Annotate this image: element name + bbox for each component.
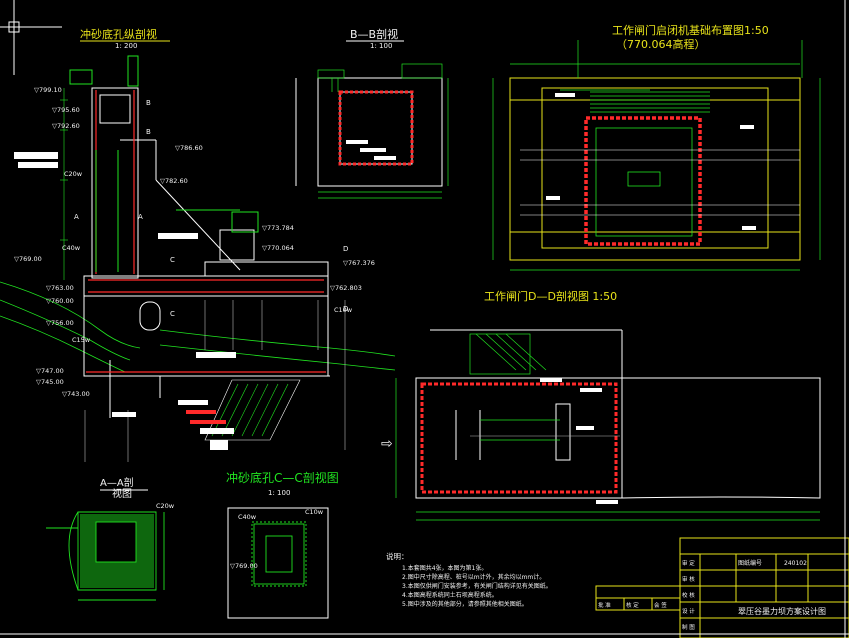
title-row: 设 计 [682, 607, 695, 615]
title-row: 制 图 [682, 623, 695, 631]
aa-fill [80, 514, 154, 588]
elevation-label: ▽769.00 [230, 562, 258, 570]
bb-scale: 1: 100 [370, 42, 392, 50]
red-label-blocks [186, 410, 226, 424]
gate-layout-label-blocks [546, 93, 756, 230]
elevation-label: ▽782.60 [160, 177, 188, 185]
bb-section: B—B剖视 1: 100 [295, 27, 449, 199]
gate-layout-plan: 工作闸门启闭机基础布置图1:50 （770.064高程） [492, 23, 821, 271]
title-block-frame [595, 537, 849, 638]
dd-outline [415, 329, 821, 499]
section-mark: C [170, 256, 175, 264]
section-mark: B [146, 99, 151, 107]
concrete-label: C15w [72, 336, 91, 344]
elevation-label: ▽786.60 [175, 144, 203, 152]
elevation-label: ▽760.00 [46, 297, 74, 305]
concrete-label: C40w [238, 513, 257, 521]
elevation-label: ▽743.00 [62, 390, 90, 398]
bb-rebar-frame [338, 90, 414, 166]
elevation-label: ▽792.60 [52, 122, 80, 130]
gate-layout-rebar [584, 116, 702, 246]
elevation-label: ▽799.10 [34, 86, 62, 94]
elevation-label: ▽745.00 [36, 378, 64, 386]
bb-title: B—B剖视 [350, 27, 398, 41]
elevation-label: ▽769.00 [14, 255, 42, 263]
tower-outline [83, 87, 330, 418]
title-row: 校 核 [682, 591, 695, 599]
aa-section: A—A剖 视图 C20w [46, 476, 175, 601]
aa-outline [46, 511, 165, 601]
section-mark: D [343, 305, 348, 313]
cc-inner [251, 521, 307, 587]
elevation-label: ▽770.064 [262, 244, 294, 252]
concrete-label: C20w [64, 170, 83, 178]
drawing-no-label: 图纸编号 [738, 559, 762, 567]
concrete-label: C10w [305, 508, 324, 516]
station-lines [84, 300, 346, 462]
aa-subtitle: 视图 [112, 487, 132, 500]
green-rebar [69, 55, 259, 272]
arrow-marker: ⇨ [381, 436, 393, 452]
project-title: 翠压谷墨力坝方案设计图 [738, 606, 826, 616]
gate-layout-title: 工作闸门启闭机基础布置图1:50 [612, 23, 769, 37]
elevation-label: ▽756.00 [46, 319, 74, 327]
dd-label-blocks [540, 378, 618, 504]
notes-block: 说明： 1.本套图共4张，本图为第1张。 2.图中尺寸除高程、桩号以m计外，其余… [386, 551, 552, 608]
longitudinal-scale: 1: 200 [115, 42, 137, 50]
label-blocks [14, 152, 236, 450]
section-mark: D [343, 245, 348, 253]
bb-label-blocks [346, 140, 396, 160]
title-col: 核 定 [626, 601, 639, 609]
terrain-lines [0, 281, 396, 373]
notes-item: 2.图中尺寸除高程、桩号以m计外，其余均以mm计。 [402, 573, 545, 581]
section-mark: A [74, 213, 79, 221]
notes-item: 5.图中涉及的其他部分，请参照其他相关图纸。 [402, 600, 528, 608]
dd-title: 工作闸门D—D剖视图 1:50 [484, 289, 617, 303]
elevation-label: ▽767.376 [343, 259, 375, 267]
gate-layout-outline [509, 77, 801, 261]
elevation-label: ▽747.00 [36, 367, 64, 375]
elevation-label: ▽762.803 [330, 284, 362, 292]
notes-heading: 说明： [386, 551, 409, 561]
section-mark: B [146, 128, 151, 136]
drawing-no: 240102 [784, 560, 807, 567]
gate-layout-subtitle: （770.064高程） [616, 37, 706, 51]
title-col: 会 签 [654, 601, 667, 609]
bb-outline [295, 77, 443, 187]
notes-item: 1.本套图共4张，本图为第1张。 [402, 564, 487, 572]
left-dimension-chain [60, 88, 68, 280]
elevation-label: ▽795.60 [52, 106, 80, 114]
title-row: 审 定 [682, 559, 695, 567]
section-mark: C [170, 310, 175, 318]
concrete-label: C40w [62, 244, 81, 252]
gate-layout-grid [520, 149, 800, 216]
dd-hatch [395, 333, 820, 521]
longitudinal-section: 冲砂底孔纵剖视 1: 200 [0, 27, 396, 462]
title-col: 批 准 [598, 601, 611, 609]
bb-dimensions [317, 63, 449, 199]
notes-item: 3.本图仅供闸门安装参考，有关闸门结构详见有关图纸。 [402, 582, 552, 590]
concrete-label: C20w [156, 502, 175, 510]
dd-section: 工作闸门D—D剖视图 1:50 ⇨ [381, 289, 821, 521]
elevation-label: ▽763.00 [46, 284, 74, 292]
cc-outline [227, 507, 329, 619]
dd-rebar [420, 382, 618, 494]
crosshair-cursor[interactable] [0, 0, 62, 75]
cc-section: 冲砂底孔C—C剖视图 1: 100 C40w C10w ▽769.00 [226, 470, 339, 619]
gate-layout-dimensions [492, 40, 821, 271]
notes-item: 4.本图高程系统同土石坝高程系统。 [402, 591, 498, 599]
cc-title: 冲砂底孔C—C剖视图 [226, 470, 339, 485]
gate-layout-hatch [560, 89, 710, 237]
aa-title: A—A剖 [100, 476, 134, 489]
title-row: 审 核 [682, 575, 695, 583]
elevation-label: ▽773.784 [262, 224, 294, 232]
longitudinal-title: 冲砂底孔纵剖视 [80, 27, 157, 41]
section-mark: A [138, 213, 143, 221]
cc-scale: 1: 100 [268, 489, 290, 497]
concrete-label: C10w [334, 306, 353, 314]
